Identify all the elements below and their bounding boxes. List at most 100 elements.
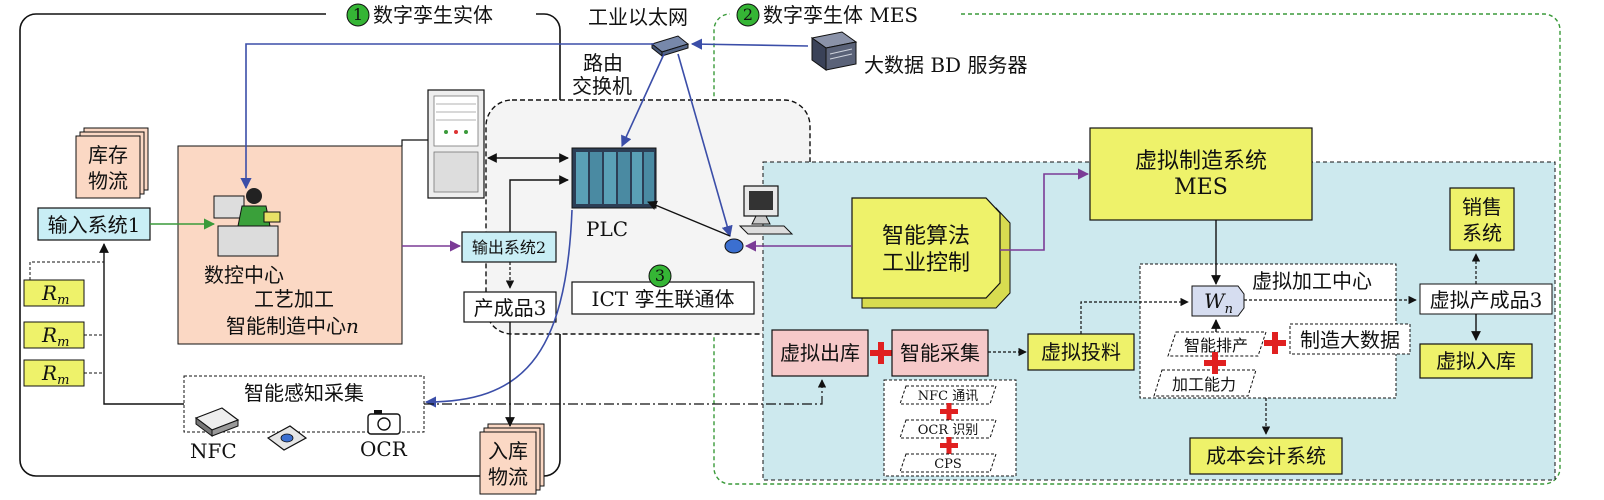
svg-text:智能制造中心n: 智能制造中心n [226, 314, 359, 338]
process-label-2: 智能制造中心n [226, 314, 359, 338]
svg-text:库存: 库存 [88, 143, 128, 167]
svg-text:3: 3 [655, 266, 665, 285]
smart-collect-label: 智能采集 [900, 341, 980, 365]
arrow-computer-to-plc [647, 200, 731, 237]
industrial-ethernet-label: 工业以太网 [588, 5, 688, 29]
svg-text:工业控制: 工业控制 [882, 251, 970, 276]
svg-text:智能算法: 智能算法 [882, 224, 970, 249]
warehouse-logistics-stack: 入库 物流 [479, 423, 545, 495]
plus-icon-nfc-ocr [940, 403, 958, 420]
cost-accounting-box [1189, 437, 1343, 475]
process-center-box [177, 145, 403, 345]
virtual-outbound-box [771, 329, 869, 377]
server-icon [810, 31, 858, 71]
process-label-1: 工艺加工 [254, 287, 334, 311]
badge-2: 2 [730, 3, 960, 27]
ict-twin-label-box [571, 281, 755, 315]
svg-text:加工能力: 加工能力 [1172, 375, 1236, 394]
plus-icon-outbound-collect [870, 342, 892, 364]
control-cabinet-icon [427, 89, 485, 199]
svg-text:1: 1 [353, 5, 363, 24]
plus-icon-schedule-capacity [1204, 352, 1226, 374]
product-box [463, 291, 557, 323]
arrow-output-to-plc [509, 175, 569, 232]
nfc-label: NFC [190, 439, 237, 463]
svg-text:物流: 物流 [488, 465, 528, 489]
arrow-plc-to-sensing [424, 209, 573, 408]
svg-text:Rm: Rm [41, 323, 69, 350]
virtual-mes-label-2: MES [1174, 175, 1228, 200]
svg-text:入库: 入库 [488, 439, 528, 463]
plc-icon [571, 147, 657, 209]
virtual-product-label: 虚拟产成品3 [1430, 288, 1543, 312]
bigdata-server-label: 大数据 BD 服务器 [864, 53, 1027, 77]
line-rm-1 [29, 261, 104, 280]
svg-text:OCR 识别: OCR 识别 [918, 423, 979, 438]
svg-text:智能排产: 智能排产 [1184, 336, 1248, 355]
virtual-mes-box [1089, 127, 1313, 221]
rfid-tag-icon [266, 425, 308, 451]
rm-box-3: Rm [23, 359, 85, 388]
cps-node: CPS [899, 453, 997, 473]
rm-box-2: Rm [23, 321, 85, 350]
svg-text:Rm: Rm [41, 281, 69, 308]
rm-box-1: Rm [23, 279, 85, 308]
virtual-warehousing-box [1419, 343, 1533, 379]
virtual-outbound-label: 虚拟出库 [780, 341, 860, 365]
router-label-1: 路由 [583, 51, 623, 75]
router-label-2: 交换机 [572, 74, 632, 98]
svg-text:CPS: CPS [934, 457, 962, 472]
mfg-bigdata-box [1289, 323, 1411, 355]
svg-text:Rm: Rm [41, 361, 69, 388]
ict-twin-label: ICT 孪生联通体 [592, 287, 735, 311]
virtual-center-label: 虚拟加工中心 [1252, 269, 1372, 293]
ocr-label: OCR [360, 437, 408, 461]
dashdot-sensing-to-outbound [424, 379, 827, 405]
virtual-product-box [1419, 283, 1553, 315]
arrow-algo-to-mes [1000, 168, 1090, 251]
operator-icon [213, 188, 281, 257]
virtual-feed-label: 虚拟投料 [1041, 340, 1121, 364]
arrow-router-to-computer [677, 53, 733, 238]
line-cabinet-to-process [401, 139, 428, 146]
virtual-feed-box [1027, 333, 1135, 371]
computer-icon [724, 185, 794, 254]
arrow-sensing-to-input [99, 243, 184, 405]
input-system-label: 输入系统1 [48, 213, 141, 237]
smart-sensing-label: 智能感知采集 [244, 381, 364, 405]
virtual-warehousing-label: 虚拟入库 [1436, 349, 1516, 373]
svg-text:Wn: Wn [1204, 289, 1233, 317]
svg-text:物流: 物流 [88, 169, 128, 193]
output-system-label: 输出系统2 [472, 238, 546, 257]
router-switch-icon [650, 35, 690, 58]
ocr-recog-node: OCR 识别 [899, 419, 997, 439]
product-label: 产成品3 [474, 296, 547, 320]
virtual-mes-label-1: 虚拟制造系统 [1135, 149, 1267, 174]
plc-label: PLC [586, 217, 628, 241]
badge-1: 1 [326, 3, 536, 27]
plus-icon-schedule-bigdata [1264, 332, 1286, 354]
inventory-logistics-stack: 库存 物流 [75, 127, 149, 199]
capacity-node: 加工能力 [1153, 369, 1257, 397]
sales-label-2: 系统 [1462, 221, 1502, 245]
wn-node: Wn [1191, 285, 1245, 317]
mfg-bigdata-label: 制造大数据 [1300, 328, 1400, 352]
plus-icon-ocr-cps [940, 437, 958, 454]
smart-algorithm-block: 智能算法 工业控制 [851, 197, 1011, 309]
smart-schedule-node: 智能排产 [1167, 331, 1267, 357]
nfc-comm-node: NFC 通讯 [899, 385, 997, 405]
cnc-center-label: 数控中心 [204, 263, 284, 287]
cost-accounting-label: 成本会计系统 [1206, 444, 1326, 468]
output-system-box [461, 231, 557, 263]
arrow-router-to-cnc [240, 43, 654, 190]
smart-collect-box [891, 329, 989, 377]
nfc-reader-icon [194, 407, 240, 437]
arrow-feed-to-wn [1080, 297, 1189, 334]
sales-system-box [1449, 187, 1515, 251]
arrow-router-to-plc [621, 53, 665, 148]
sales-label-1: 销售 [1462, 195, 1502, 219]
ocr-camera-icon [367, 410, 401, 435]
badge-3: 3 [648, 264, 672, 288]
physical-entity-title: 数字孪生实体 [373, 3, 493, 27]
